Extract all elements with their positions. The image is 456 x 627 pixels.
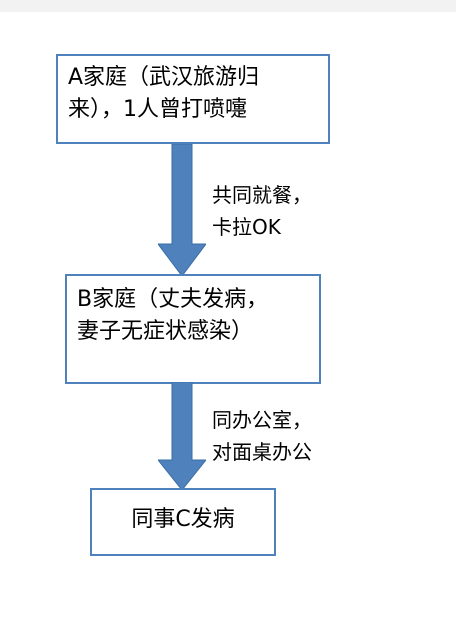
edge-label-a-to-b-line1: 共同就餐，	[212, 183, 312, 207]
edge-label-a-to-b: 共同就餐， 卡拉OK	[212, 179, 312, 243]
node-family-a: A家庭（武汉旅游归 来），1人曾打喷嚏	[56, 54, 330, 144]
arrow-a-to-b	[158, 144, 206, 276]
arrow-b-to-c	[158, 382, 206, 490]
node-colleague-c: 同事C发病	[90, 488, 276, 556]
node-family-b-line2: 妻子无症状感染）	[77, 319, 254, 344]
node-family-a-line2: 来），1人曾打喷嚏	[68, 97, 247, 122]
node-colleague-c-text: 同事C发病	[131, 507, 235, 532]
node-family-b: B家庭（丈夫发病， 妻子无症状感染）	[65, 274, 321, 384]
edge-label-b-to-c-line1: 同办公室，	[212, 408, 312, 432]
node-family-a-line1: A家庭（武汉旅游归	[68, 65, 260, 90]
top-strip	[0, 0, 456, 12]
edge-label-b-to-c-line2: 对面桌办公	[212, 440, 312, 464]
node-family-b-line1: B家庭（丈夫发病，	[77, 287, 269, 312]
edge-label-a-to-b-line2: 卡拉OK	[212, 215, 281, 239]
edge-label-b-to-c: 同办公室， 对面桌办公	[212, 404, 312, 468]
